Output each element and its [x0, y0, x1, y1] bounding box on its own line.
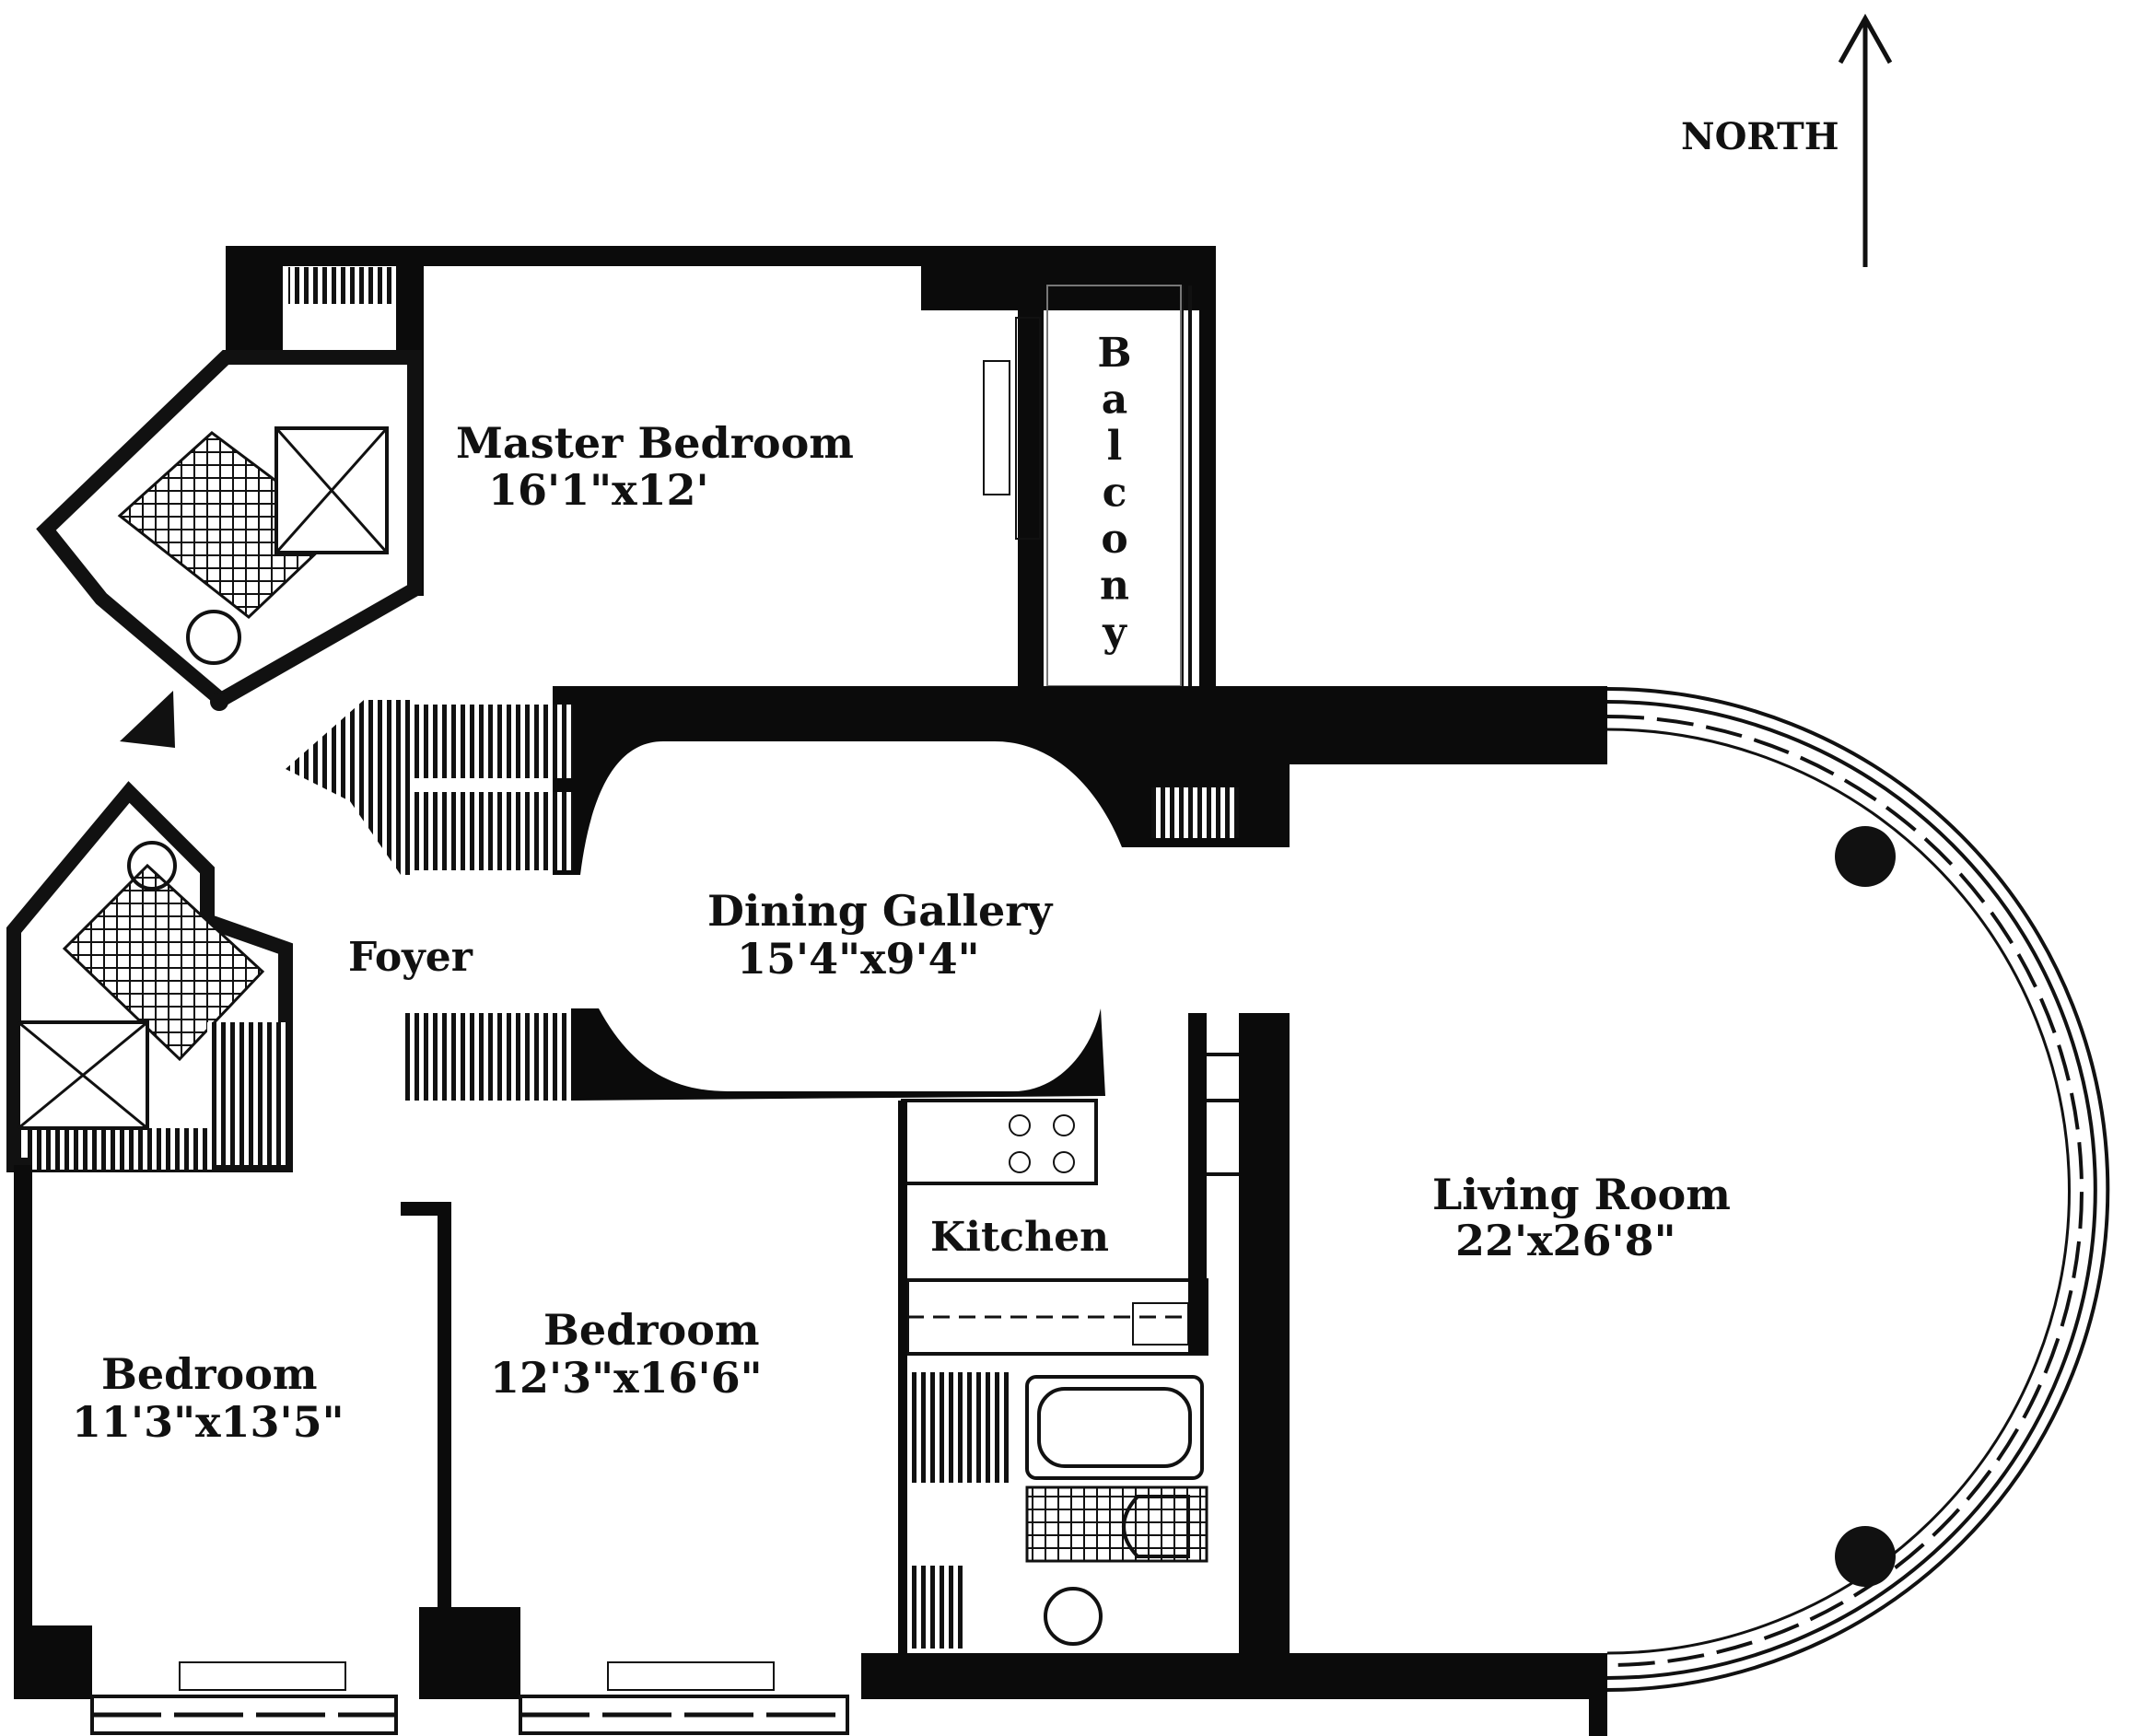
balcony-letter: B — [1097, 330, 1131, 377]
dining-gallery-label: Dining Gallery — [707, 886, 1053, 936]
balcony-railing — [983, 285, 1192, 687]
hall-bath — [898, 1372, 1208, 1653]
balcony-letter: l — [1107, 423, 1123, 470]
balcony-letter: a — [1102, 377, 1128, 424]
bedroom-left-label: Bedroom — [101, 1349, 318, 1399]
balcony-letter: c — [1103, 470, 1127, 517]
kitchen-label: Kitchen — [930, 1214, 1109, 1261]
master-bedroom-size: 16'1"x12' — [488, 465, 709, 515]
dining-gallery-size: 15'4"x9'4" — [737, 934, 980, 984]
bedroom-left-size: 11'3"x13'5" — [72, 1397, 344, 1447]
balcony-letter: y — [1102, 609, 1127, 656]
living-room-walls — [861, 687, 2110, 1736]
master-bath — [36, 350, 422, 711]
dining-gallery-walls — [286, 686, 1607, 1101]
living-room-label: Living Room — [1432, 1170, 1731, 1219]
living-room-size: 22'x26'8" — [1455, 1216, 1676, 1265]
balcony-letter: n — [1100, 563, 1129, 610]
master-bedroom-label: Master Bedroom — [456, 418, 854, 468]
balcony-letter: o — [1101, 516, 1127, 563]
bedroom-walls — [14, 1165, 880, 1735]
kitchen-fixtures — [898, 1013, 1239, 1487]
foyer-label: Foyer — [348, 934, 473, 981]
bedroom-center-size: 12'3"x16'6" — [490, 1353, 763, 1403]
left-bath — [6, 781, 293, 1172]
entry-arrow-icon — [120, 691, 175, 748]
north-label: NORTH — [1681, 115, 1839, 158]
north-arrow-icon — [1838, 13, 1893, 267]
bedroom-center-label: Bedroom — [543, 1305, 760, 1355]
